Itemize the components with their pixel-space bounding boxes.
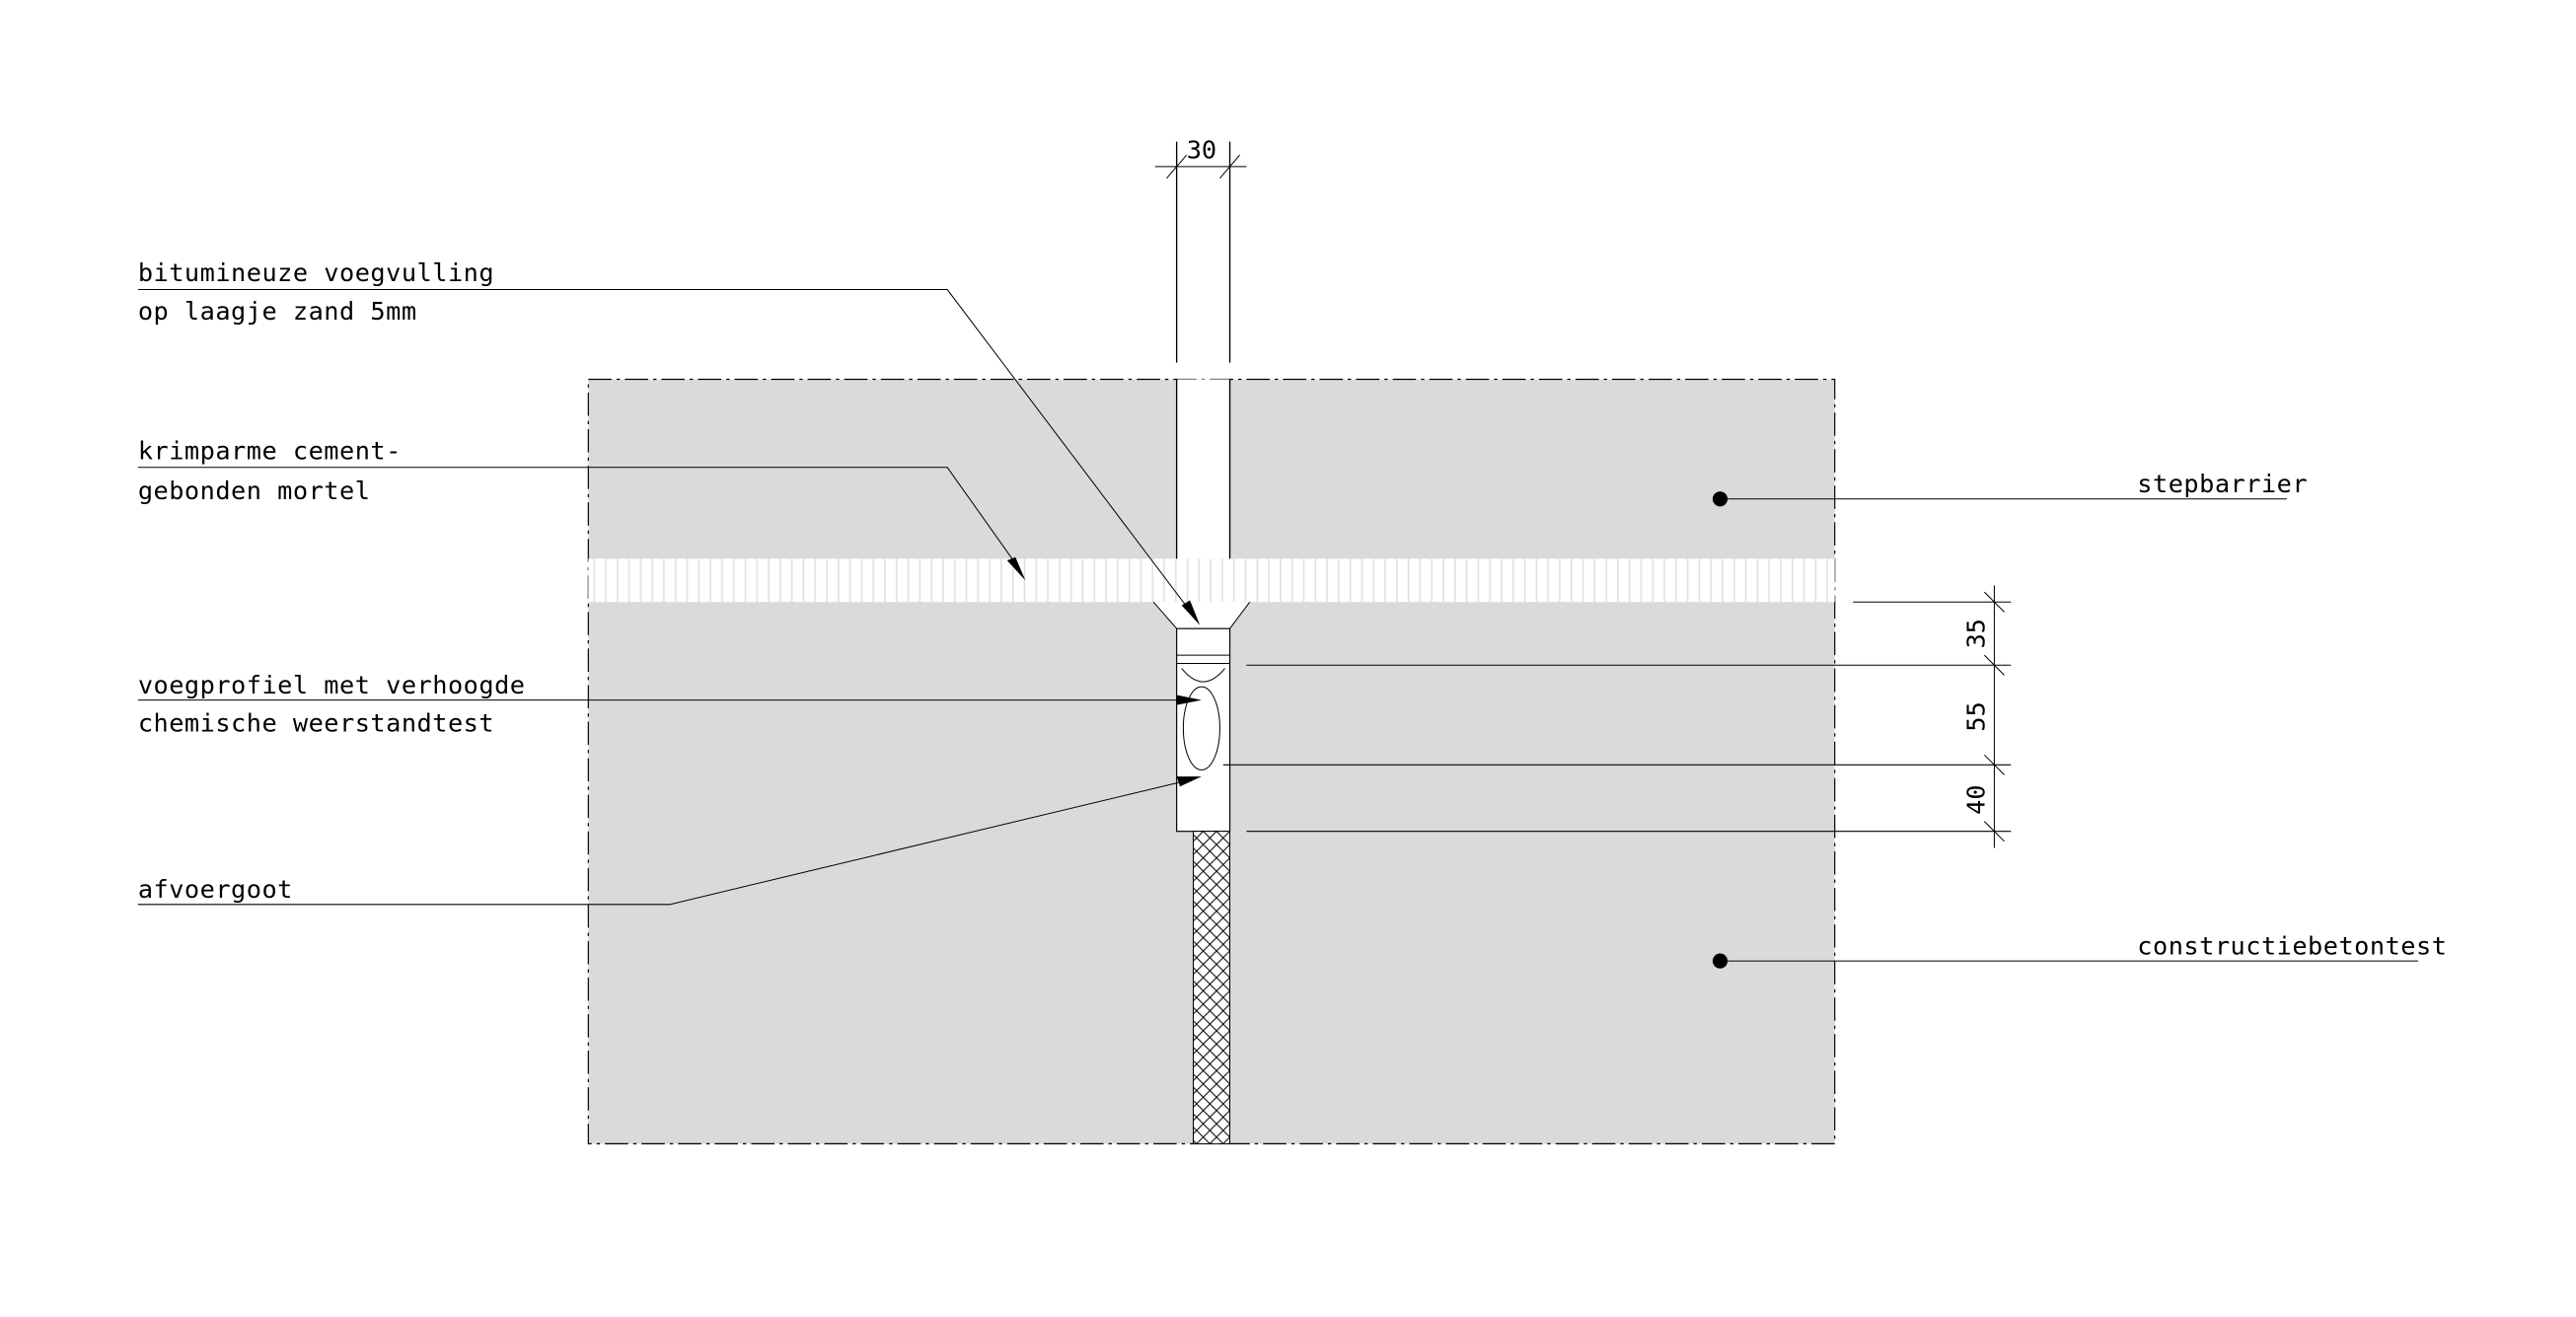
- label-gutter: afvoergoot: [138, 875, 293, 904]
- label-profile-line2: chemische weerstandtest: [138, 709, 494, 738]
- leader-structural-concrete: constructiebetontest: [1712, 931, 2447, 969]
- dimension-35: 35: [1961, 619, 1990, 648]
- joint: [1152, 379, 1251, 1144]
- label-structural-concrete: constructiebetontest: [2137, 931, 2447, 960]
- label-bitumen-line1: bitumineuze voegvulling: [138, 258, 494, 287]
- leader-profile: voegprofiel met verhoogde chemische weer…: [138, 671, 1202, 738]
- leader-gutter: afvoergoot: [138, 776, 1202, 906]
- leader-stepbarrier: stepbarrier: [1712, 470, 2308, 507]
- mortar-layer: [588, 558, 1835, 603]
- label-mortar-line2: gebonden mortel: [138, 476, 371, 505]
- label-bitumen-line2: op laagje zand 5mm: [138, 297, 417, 326]
- leader-mortar: krimparme cement- gebonden mortel: [138, 436, 1026, 581]
- dimension-55: 55: [1961, 701, 1990, 731]
- arrowhead-icon: [1006, 556, 1026, 581]
- dimension-joint-width: 30: [1154, 135, 1247, 363]
- arrowhead-icon: [1176, 695, 1202, 705]
- dimension-chain-depth: 35 55 40: [1222, 585, 2012, 848]
- gutter-hatch: [1192, 831, 1231, 1144]
- dimension-30: 30: [1187, 135, 1216, 164]
- leader-bitumen: bitumineuze voegvulling op laagje zand 5…: [138, 258, 1201, 625]
- arrowhead-icon: [1181, 600, 1201, 625]
- dimension-40: 40: [1961, 784, 1990, 814]
- label-stepbarrier: stepbarrier: [2137, 470, 2308, 498]
- label-mortar-line1: krimparme cement-: [138, 436, 402, 465]
- joint-profile-ellipse: [1182, 686, 1220, 770]
- arrowhead-icon: [1176, 776, 1202, 787]
- label-profile-line1: voegprofiel met verhoogde: [138, 671, 526, 699]
